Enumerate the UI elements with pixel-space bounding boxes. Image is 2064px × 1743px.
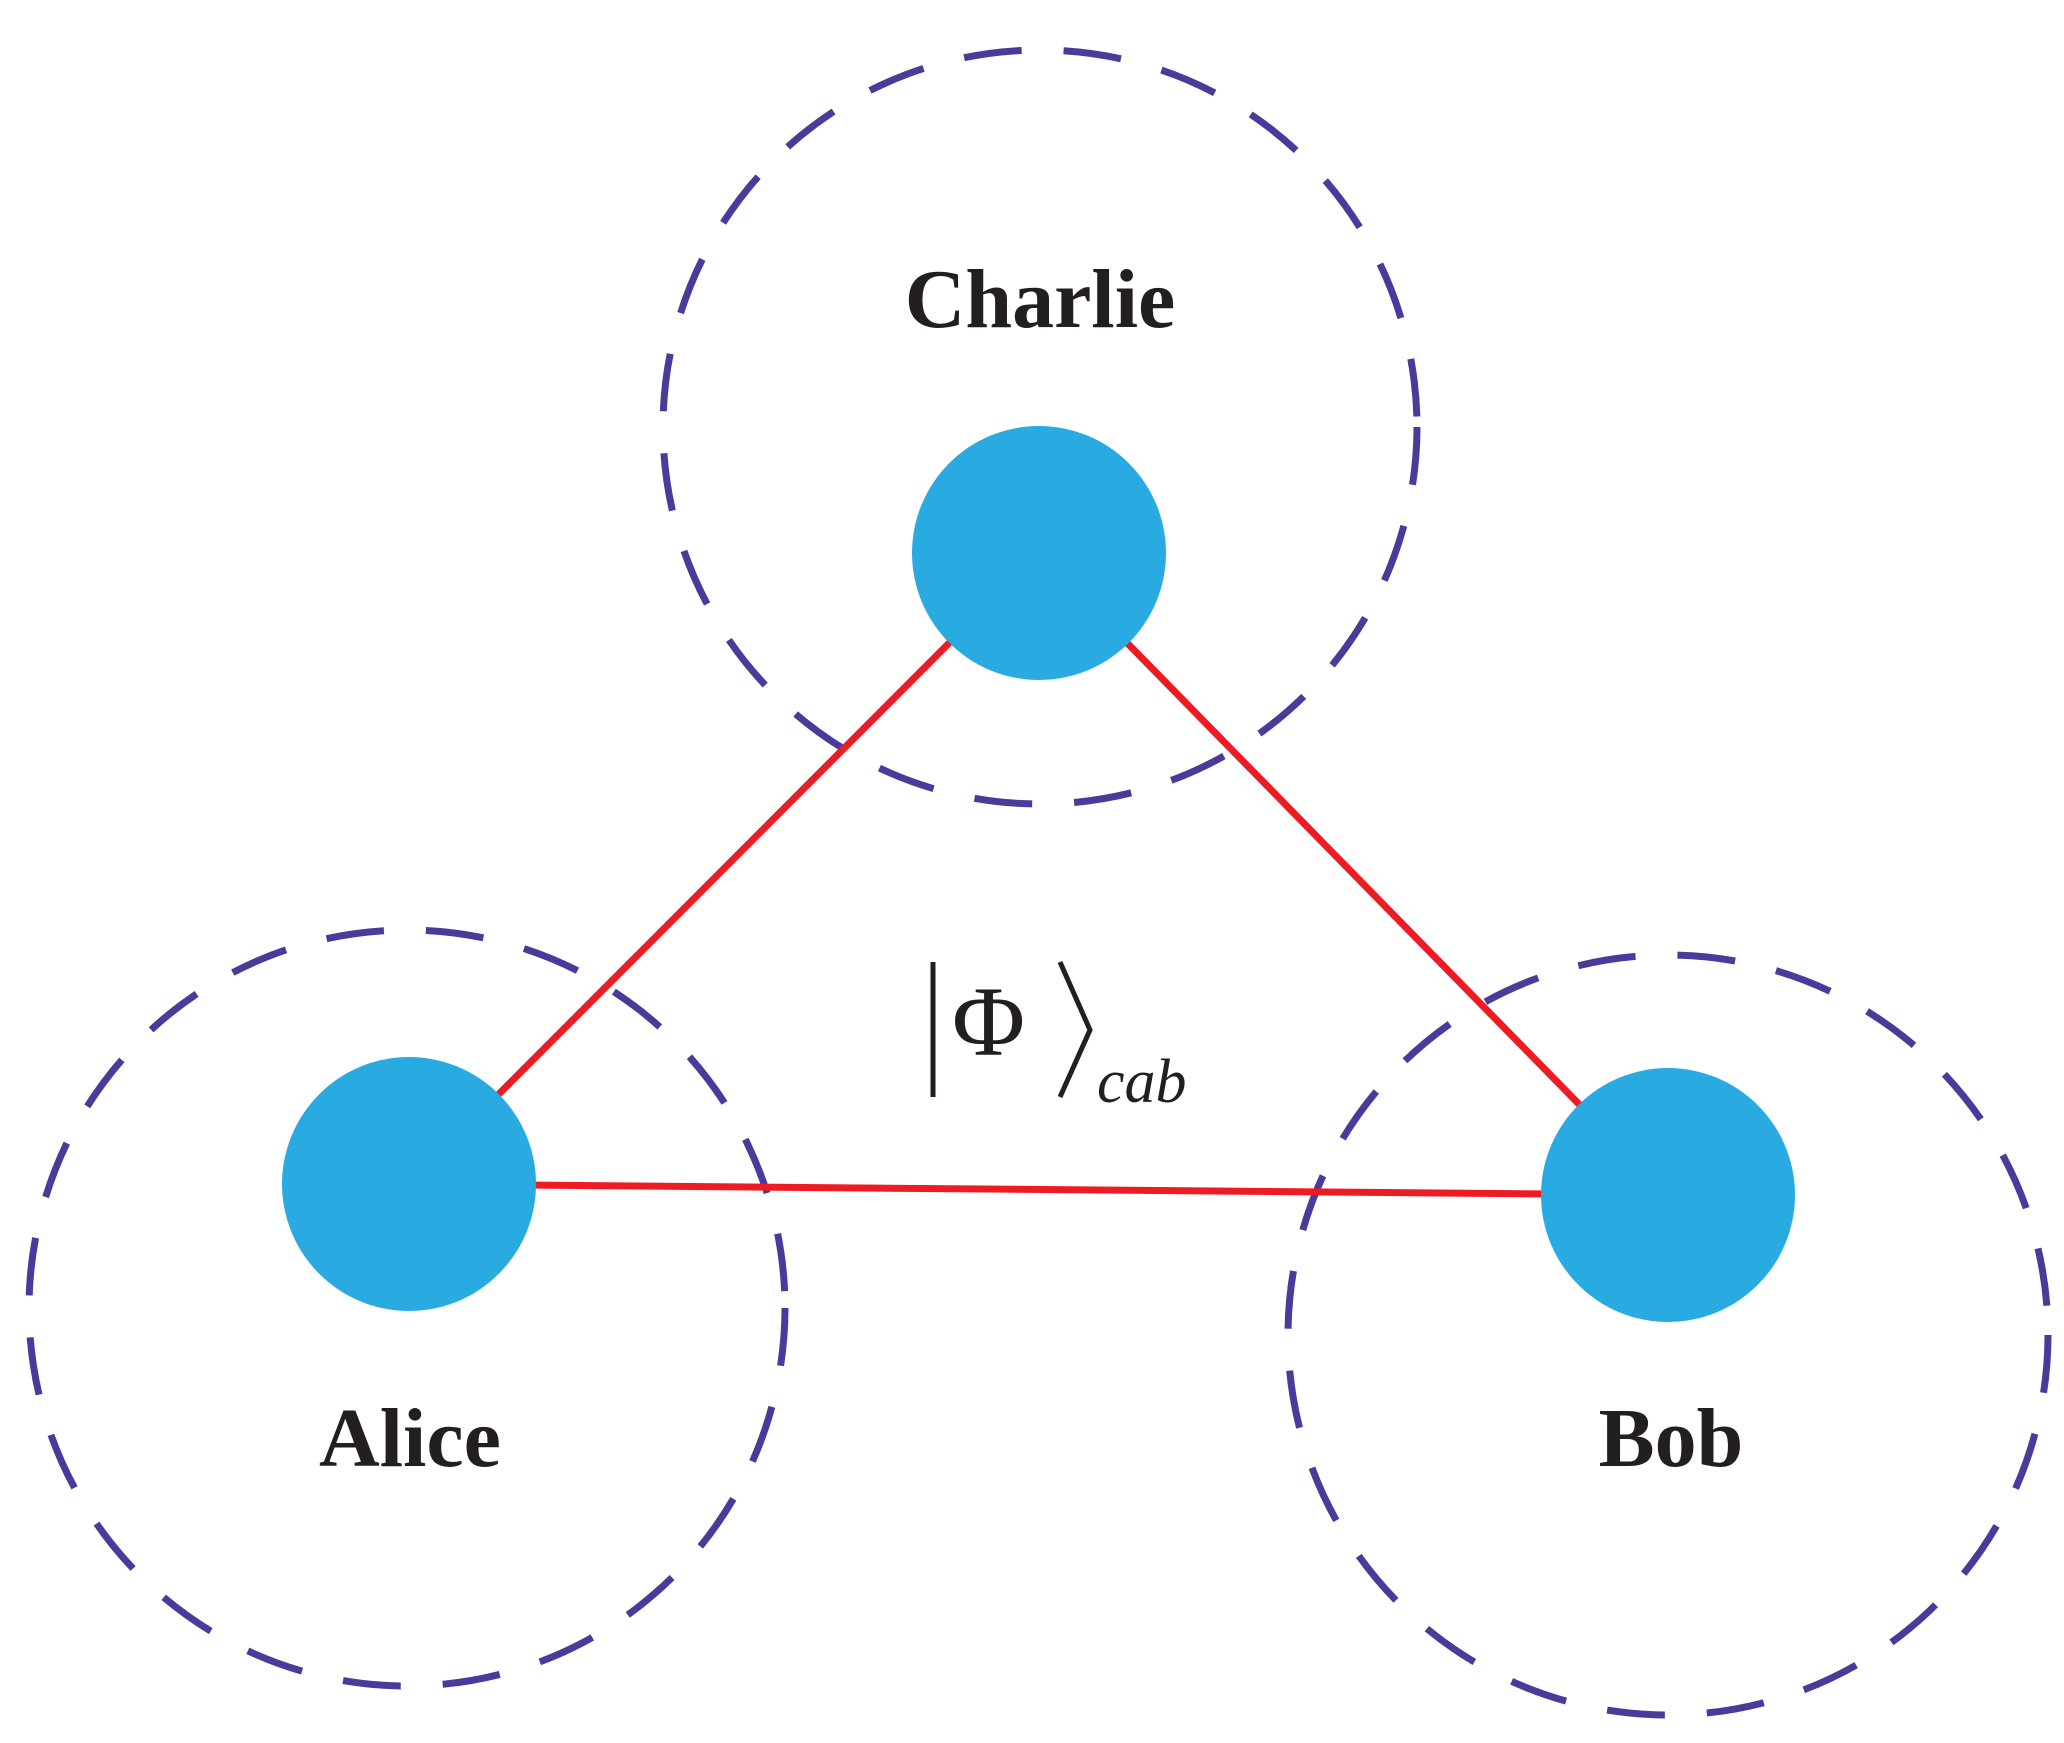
alice-node [282, 1057, 536, 1311]
alice-boundary [25, 926, 789, 1690]
ket-right-angle [1057, 960, 1093, 1099]
alice-label: Alice [319, 1392, 501, 1485]
state-symbol: Φ [952, 966, 1025, 1077]
charlie-boundary [659, 46, 1421, 808]
link-charlie-bob [1036, 550, 1671, 1198]
link-alice-bob [408, 1180, 1669, 1199]
charlie-label: Charlie [905, 253, 1176, 346]
bob-label: Bob [1599, 1392, 1744, 1485]
link-charlie-alice [406, 550, 1042, 1187]
state-ket: Φ cab [930, 960, 1187, 1116]
bob-boundary [1284, 951, 2052, 1719]
charlie-node [912, 426, 1166, 680]
state-subscript: cab [1097, 1048, 1187, 1116]
bob-node [1541, 1068, 1795, 1322]
